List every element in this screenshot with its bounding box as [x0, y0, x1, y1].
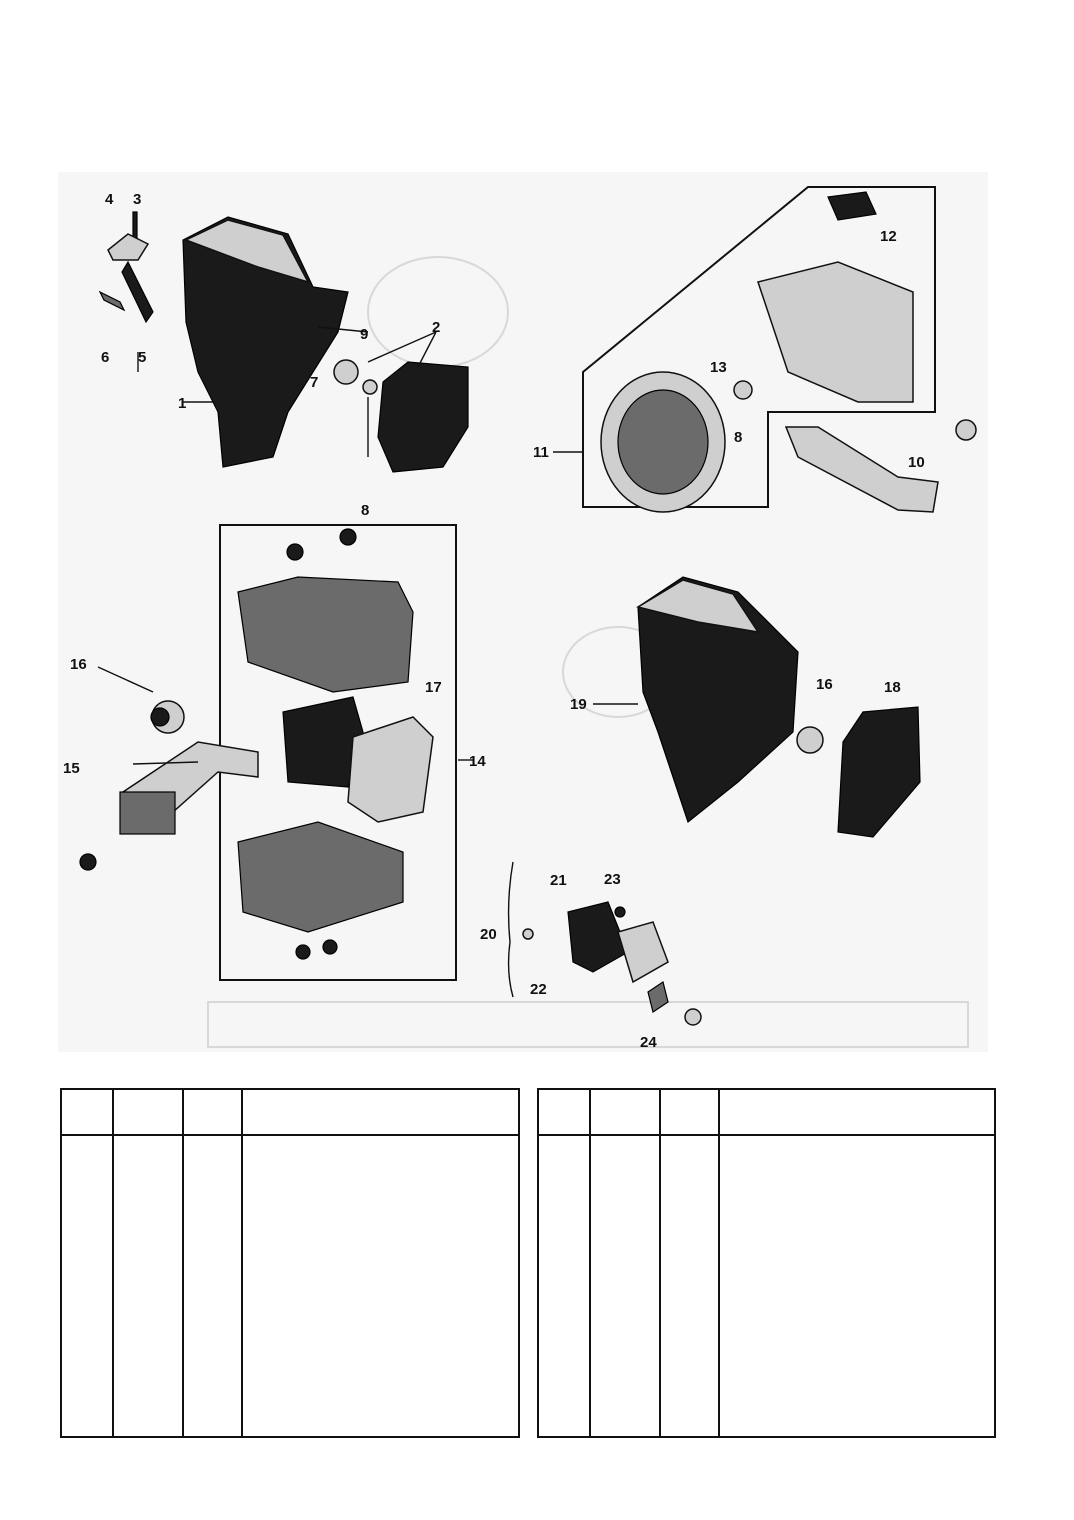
body-cell	[62, 1136, 114, 1436]
callout-16-left: 16	[70, 656, 87, 673]
body-cell	[184, 1136, 243, 1436]
body-cell	[114, 1136, 184, 1436]
leader-lines	[97, 326, 638, 765]
header-cell	[591, 1090, 661, 1134]
exploded-parts-diagram: 1 2 3 4 5 6 7 8 9 10 11 12 13 14 15 16 1…	[58, 172, 988, 1052]
fairing-part-1	[182, 216, 349, 468]
callout-4: 4	[105, 191, 114, 208]
callout-10: 10	[908, 454, 925, 471]
callout-24: 24	[640, 1034, 657, 1051]
body-cell	[720, 1136, 994, 1436]
callout-17: 17	[425, 679, 442, 696]
body-cell	[243, 1136, 518, 1436]
small-lamp-parts-20-24	[507, 861, 702, 1026]
indicator-lamp-part-18	[796, 706, 921, 838]
header-cell	[720, 1090, 994, 1134]
callout-3: 3	[133, 191, 141, 208]
bracket-part-15	[79, 741, 259, 871]
callout-14: 14	[469, 753, 486, 770]
headlamp-group-part-11	[582, 186, 936, 513]
header-cell	[539, 1090, 591, 1134]
taillight-group-part-14	[219, 524, 457, 981]
header-cell	[184, 1090, 243, 1134]
callout-6: 6	[101, 349, 109, 366]
parts-table-left	[60, 1088, 520, 1438]
header-cell	[62, 1090, 114, 1134]
callout-22: 22	[530, 981, 547, 998]
body-cell	[591, 1136, 661, 1436]
callout-20: 20	[480, 926, 497, 943]
callout-1: 1	[178, 395, 186, 412]
body-cell	[539, 1136, 591, 1436]
callout-5: 5	[138, 349, 146, 366]
bulb-part-16	[150, 700, 185, 734]
table-header-row	[539, 1090, 994, 1136]
callout-7: 7	[310, 374, 318, 391]
body-cell	[661, 1136, 720, 1436]
callout-18: 18	[884, 679, 901, 696]
callout-13: 13	[710, 359, 727, 376]
header-cell	[114, 1090, 184, 1134]
header-cell	[243, 1090, 518, 1134]
callout-21: 21	[550, 872, 567, 889]
table-body	[539, 1136, 994, 1436]
callout-8-right: 8	[734, 429, 742, 446]
header-cell	[661, 1090, 720, 1134]
indicator-lamp-part-2	[333, 359, 469, 473]
callout-11: 11	[533, 444, 549, 461]
callout-15: 15	[63, 760, 80, 777]
table-body	[62, 1136, 518, 1436]
callout-16-right: 16	[816, 676, 833, 693]
callout-12: 12	[880, 228, 897, 245]
lever-parts-3-6	[98, 211, 154, 324]
callout-23: 23	[604, 871, 621, 888]
parts-table-right	[537, 1088, 996, 1438]
table-header-row	[62, 1090, 518, 1136]
callout-8: 8	[361, 502, 369, 519]
callout-labels: 1 2 3 4 5 6 7 8 9 10 11 12 13 14 15 16 1…	[63, 191, 925, 1051]
callout-19: 19	[570, 696, 587, 713]
fairing-part-19	[636, 576, 799, 824]
bracket-part-10	[784, 419, 977, 513]
callout-2: 2	[432, 319, 440, 336]
callout-9: 9	[360, 326, 368, 343]
